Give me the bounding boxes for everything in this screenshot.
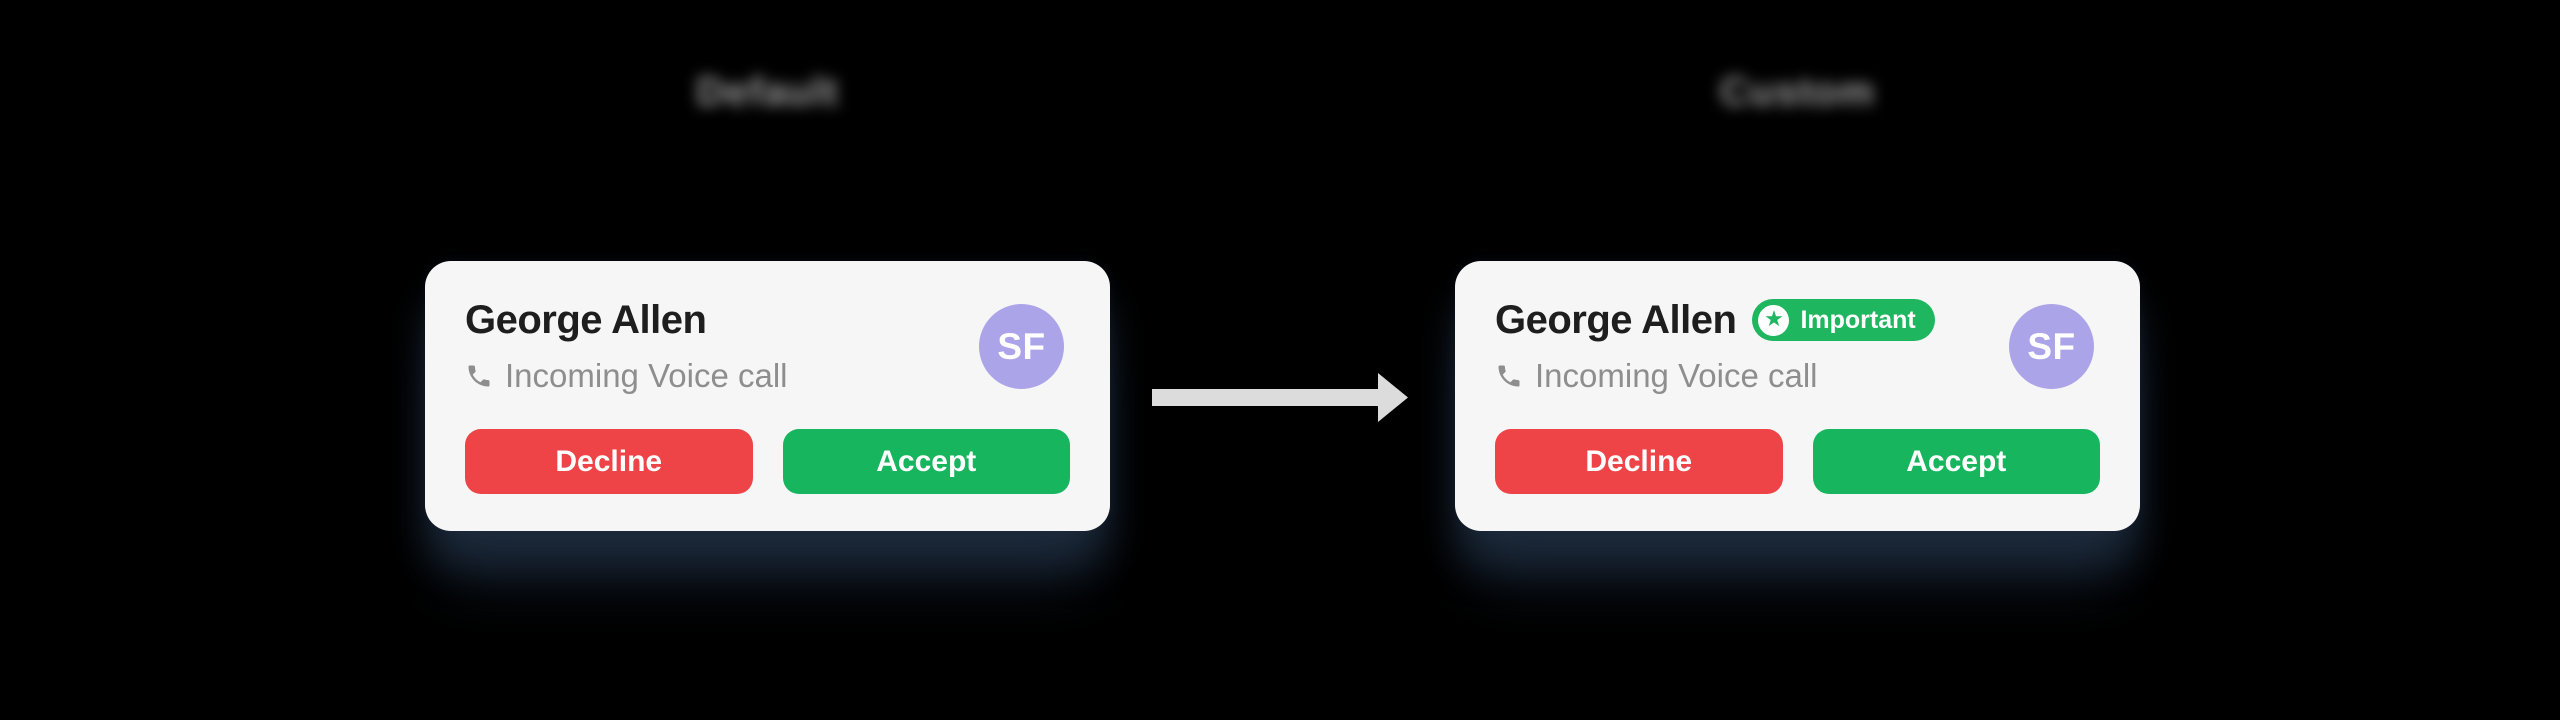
avatar-initials: SF (2027, 325, 2076, 367)
decline-button[interactable]: Decline (1495, 429, 1783, 494)
call-actions: Decline Accept (465, 429, 1070, 494)
star-icon: ★ (1758, 304, 1790, 336)
call-status-text: Incoming Voice call (505, 357, 788, 394)
arrow-right-icon (1152, 373, 1408, 422)
phone-icon (468, 365, 490, 387)
call-actions: Decline Accept (1495, 429, 2100, 494)
important-badge-label: Important (1800, 305, 1916, 334)
important-badge: ★ Important (1752, 299, 1935, 341)
avatar: SF (2009, 304, 2094, 389)
caller-name: George Allen (465, 298, 707, 342)
call-status-text: Incoming Voice call (1535, 357, 1818, 394)
accept-button[interactable]: Accept (1812, 429, 2100, 494)
card-header: George Allen ★ Important (1495, 297, 2100, 343)
card-header: George Allen (465, 297, 1070, 343)
section-label-after: Custom (1720, 70, 1875, 114)
call-notification-card-after[interactable]: George Allen ★ Important Incoming Voice … (1455, 261, 2140, 531)
arrow-shaft (1152, 389, 1378, 406)
decline-button[interactable]: Decline (465, 429, 753, 494)
caller-name: George Allen (1495, 298, 1737, 342)
phone-icon (1498, 365, 1520, 387)
arrow-head (1378, 373, 1408, 422)
call-status-row: Incoming Voice call (1495, 356, 2100, 396)
avatar-initials: SF (997, 325, 1046, 367)
call-notification-card-before[interactable]: George Allen Incoming Voice call SF Decl… (425, 261, 1110, 531)
section-label-before: Default (696, 70, 839, 114)
call-status-row: Incoming Voice call (465, 356, 1070, 396)
avatar: SF (979, 304, 1064, 389)
accept-button[interactable]: Accept (782, 429, 1070, 494)
